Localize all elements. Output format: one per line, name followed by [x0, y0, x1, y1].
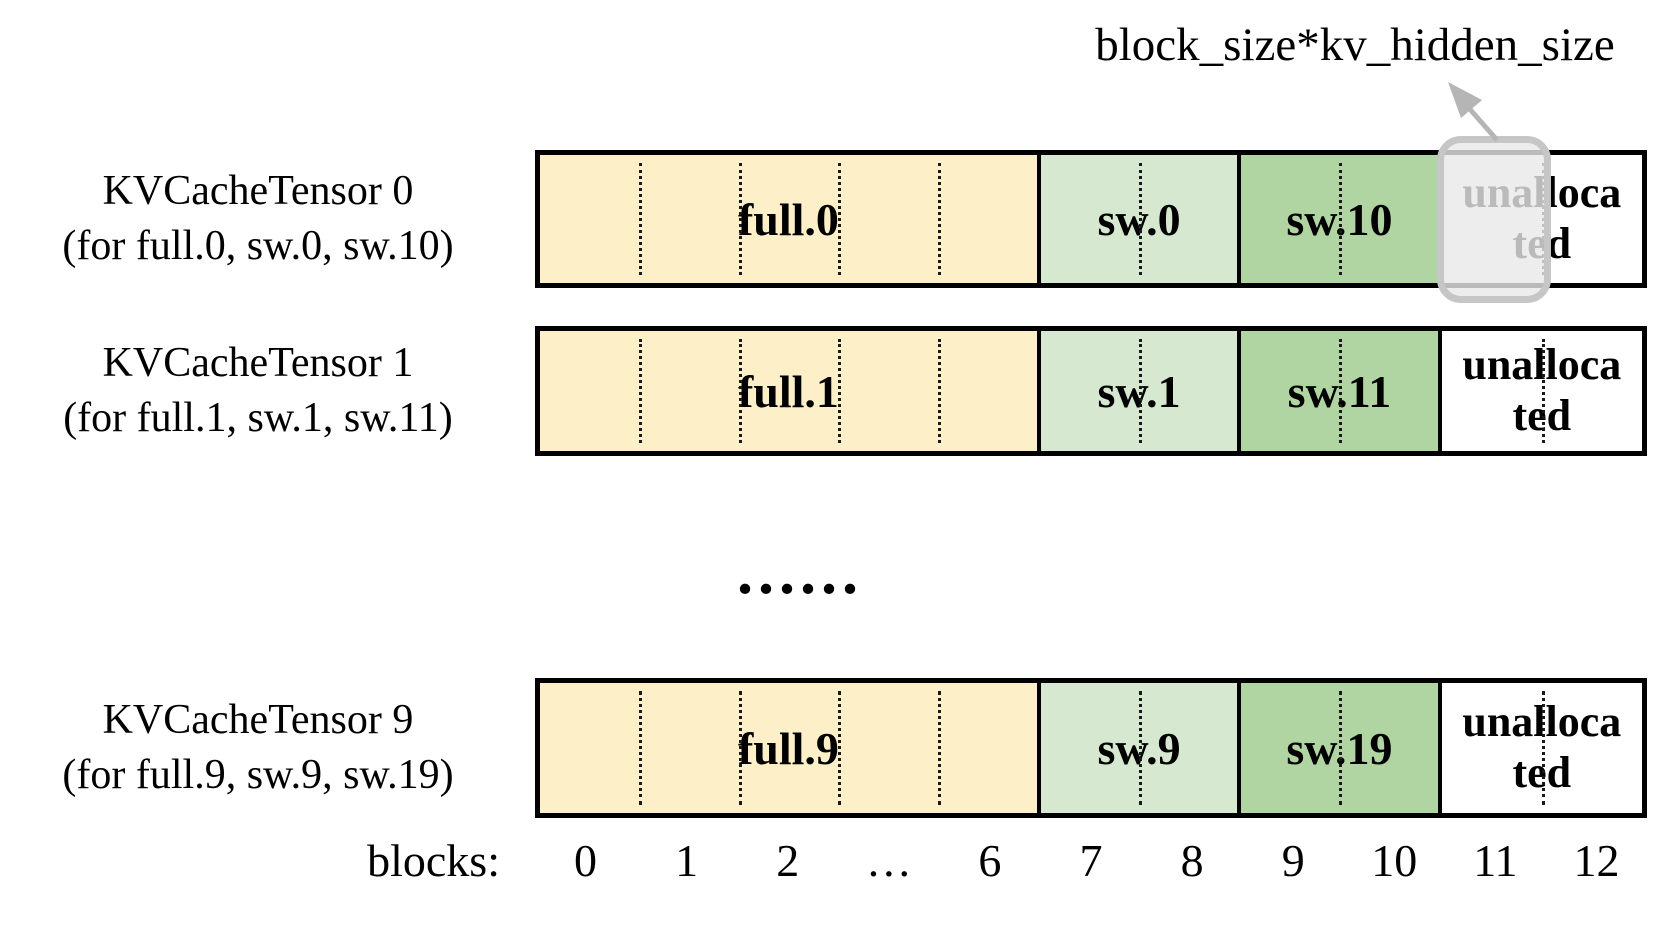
- block-divider: [639, 163, 643, 275]
- block-divider: [738, 163, 742, 275]
- tensor1-full-label: full.1: [737, 365, 839, 417]
- tensor0-full-segment: full.0: [540, 155, 1041, 283]
- block-size-annotation: block_size*kv_hidden_size: [1095, 19, 1615, 71]
- tensor9-bar: full.9 sw.9 sw.19 unalloca ted: [535, 678, 1647, 818]
- tensor1-unallocated-label: unalloca ted: [1462, 340, 1621, 441]
- block-divider: [1541, 339, 1545, 443]
- block11-highlight: [1437, 136, 1551, 303]
- block-divider: [1139, 691, 1143, 805]
- tensor1-bar: full.1 sw.1 sw.11 unalloca ted: [535, 326, 1647, 456]
- tensor1-sw-segment: sw.1: [1040, 331, 1242, 451]
- block-divider: [738, 691, 742, 805]
- tensor9-subtitle: (for full.9, sw.9, sw.19): [62, 752, 454, 798]
- block-divider: [639, 339, 643, 443]
- block-tick-0: 0: [574, 835, 598, 886]
- block-divider: [1541, 691, 1545, 805]
- tensor9-label: KVCacheTensor 9 (for full.9, sw.9, sw.19…: [6, 678, 510, 818]
- unallocated-line2: ted: [1512, 748, 1572, 797]
- block-tick-11: 11: [1473, 835, 1518, 886]
- block-tick-7: 7: [1079, 835, 1103, 886]
- block-tick-10: 10: [1371, 835, 1418, 886]
- tensor0-name: KVCacheTensor 0: [102, 168, 414, 215]
- block-divider: [937, 339, 941, 443]
- block-divider: [937, 163, 941, 275]
- tensor1-subtitle: (for full.1, sw.1, sw.11): [63, 395, 453, 441]
- tensor0-label: KVCacheTensor 0 (for full.0, sw.0, sw.10…: [6, 150, 510, 288]
- tensor9-full-label: full.9: [737, 722, 839, 774]
- unallocated-line1: unalloca: [1462, 697, 1622, 747]
- block-tick-1: 1: [675, 835, 699, 886]
- block-tick-12: 12: [1573, 835, 1620, 886]
- unallocated-line1: unalloca: [1462, 340, 1622, 390]
- block-divider: [1339, 163, 1343, 275]
- block-tick-9: 9: [1281, 835, 1305, 886]
- tensor0-sw-segment: sw.0: [1040, 155, 1242, 283]
- block-divider: [738, 339, 742, 443]
- tensor1-sw11-segment: sw.11: [1241, 331, 1442, 451]
- tensor9-unallocated-segment: unalloca ted: [1441, 683, 1642, 813]
- tensor9-name: KVCacheTensor 9: [102, 697, 414, 744]
- block-tick-ellipsis: …: [865, 835, 912, 886]
- block-divider: [1139, 339, 1143, 443]
- blocks-axis-label: blocks:: [367, 835, 500, 886]
- block-divider: [937, 691, 941, 805]
- block-divider: [838, 691, 842, 805]
- tensor1-full-segment: full.1: [540, 331, 1041, 451]
- tensor1-name: KVCacheTensor 1: [102, 340, 414, 387]
- blocks-axis: 0 1 2 … 6 7 8 9 10 11 12: [535, 834, 1647, 887]
- block-divider: [838, 163, 842, 275]
- block-tick-8: 8: [1180, 835, 1204, 886]
- tensor0-sw10-segment: sw.10: [1241, 155, 1442, 283]
- tensor9-sw-segment: sw.9: [1040, 683, 1242, 813]
- tensors-ellipsis: ......: [737, 536, 863, 607]
- unallocated-line2: ted: [1512, 391, 1572, 440]
- block-divider: [1139, 163, 1143, 275]
- tensor9-full-segment: full.9: [540, 683, 1041, 813]
- block-divider: [838, 339, 842, 443]
- block-divider: [639, 691, 643, 805]
- block-tick-2: 2: [776, 835, 800, 886]
- block-divider: [1339, 339, 1343, 443]
- tensor0-subtitle: (for full.0, sw.0, sw.10): [62, 223, 454, 269]
- tensor9-sw19-segment: sw.19: [1241, 683, 1442, 813]
- tensor1-unallocated-segment: unalloca ted: [1441, 331, 1642, 451]
- tensor9-unallocated-label: unalloca ted: [1462, 697, 1621, 798]
- tensor1-label: KVCacheTensor 1 (for full.1, sw.1, sw.11…: [6, 326, 510, 456]
- block-divider: [1339, 691, 1343, 805]
- tensor0-full-label: full.0: [737, 193, 839, 245]
- block-tick-6: 6: [978, 835, 1002, 886]
